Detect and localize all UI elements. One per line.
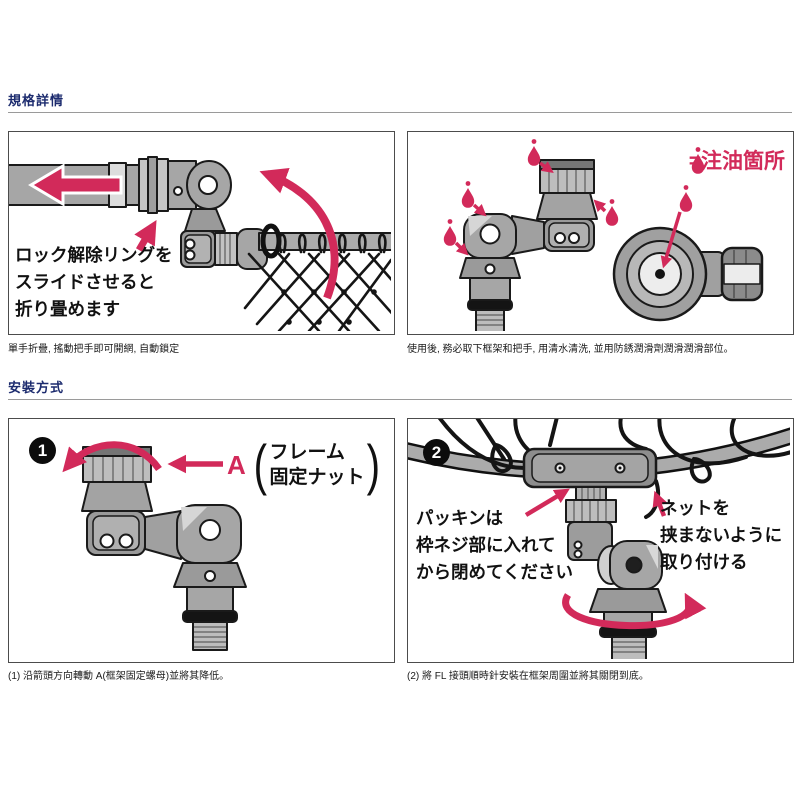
step1-diagram: [62, 441, 247, 651]
oil-drop-markers: [443, 139, 693, 269]
frame-nut-label: A ( フレーム 固定ナット ): [227, 433, 381, 496]
oil-drop-icon: [691, 147, 704, 174]
panel-oil-points: =注油箇所: [407, 131, 794, 335]
panel-install-step1: 1 A ( フレーム 固定ナット ): [8, 418, 395, 663]
rotate-nut-arrow-icon: [62, 441, 162, 473]
step2-badge: 2: [423, 439, 450, 466]
section-title-specs: 規格詳情: [8, 93, 65, 108]
slide-left-arrow-icon: [28, 163, 123, 207]
oil-drop-icon: [605, 199, 619, 226]
panel-install-step2: 2 パッキンは 枠ネジ部に入れて から閉めてください ネットを 挟まないように …: [407, 418, 794, 663]
tighten-rotation-arrow-icon: [562, 592, 707, 629]
fold-diagram: [9, 156, 391, 331]
part-a-letter: A: [227, 449, 246, 480]
net-note: ネットを 挟まないように 取り付ける: [660, 498, 783, 572]
packing-pointer-arrow-icon: [524, 488, 570, 517]
net-mesh: [243, 233, 391, 331]
fold-caption: 單手折疊, 搖動把手即可開網, 自動鎖定: [8, 344, 180, 355]
divider: [8, 399, 792, 400]
step2-diagram: [408, 419, 790, 659]
oil-drop-icon: [679, 185, 693, 212]
fold-direction-arrow-icon: [259, 167, 339, 300]
elbow-joint: [167, 160, 268, 270]
fold-note: ロック解除リングを スライドさせると 折り畳めます: [15, 245, 173, 319]
oil-legend: =注油箇所: [689, 145, 785, 175]
step1-badge: 1: [29, 437, 56, 464]
divider: [8, 112, 792, 113]
step2-caption: (2) 將 FL 接頭順時針安裝在框架周圍並將其關閉到底。: [407, 671, 649, 682]
panel-fold-instructions: ロック解除リングを スライドさせると 折り畳めます: [8, 131, 395, 335]
oil-drop-icon: [443, 219, 457, 246]
joint-assembly: [81, 446, 247, 651]
oil-caption: 使用後, 務必取下框架和把手, 用清水清洗, 並用防銹潤滑劑潤滑潤滑部位。: [407, 344, 734, 355]
net-pointer-arrow-icon: [652, 490, 667, 517]
ring-pointer-arrow-icon: [134, 219, 157, 252]
oil-drop-icon: [461, 181, 475, 208]
joint-end-view: [612, 226, 764, 322]
close-paren: ): [367, 433, 381, 496]
lock-release-ring: [138, 156, 169, 214]
packing-note: パッキンは 枠ネジ部に入れて から閉めてください: [416, 508, 573, 582]
oil-legend-text: =注油箇所: [688, 150, 785, 173]
oil-diagram: [443, 139, 764, 331]
joint-side-view: [459, 159, 598, 331]
open-paren: (: [253, 433, 267, 496]
joint-on-frame: [522, 447, 667, 659]
step1-caption: (1) 沿箭頭方向轉動 A(框架固定螺母)並將其降低。: [8, 671, 230, 682]
section-title-install: 安裝方式: [8, 380, 65, 395]
oil-drop-icon: [527, 139, 541, 166]
